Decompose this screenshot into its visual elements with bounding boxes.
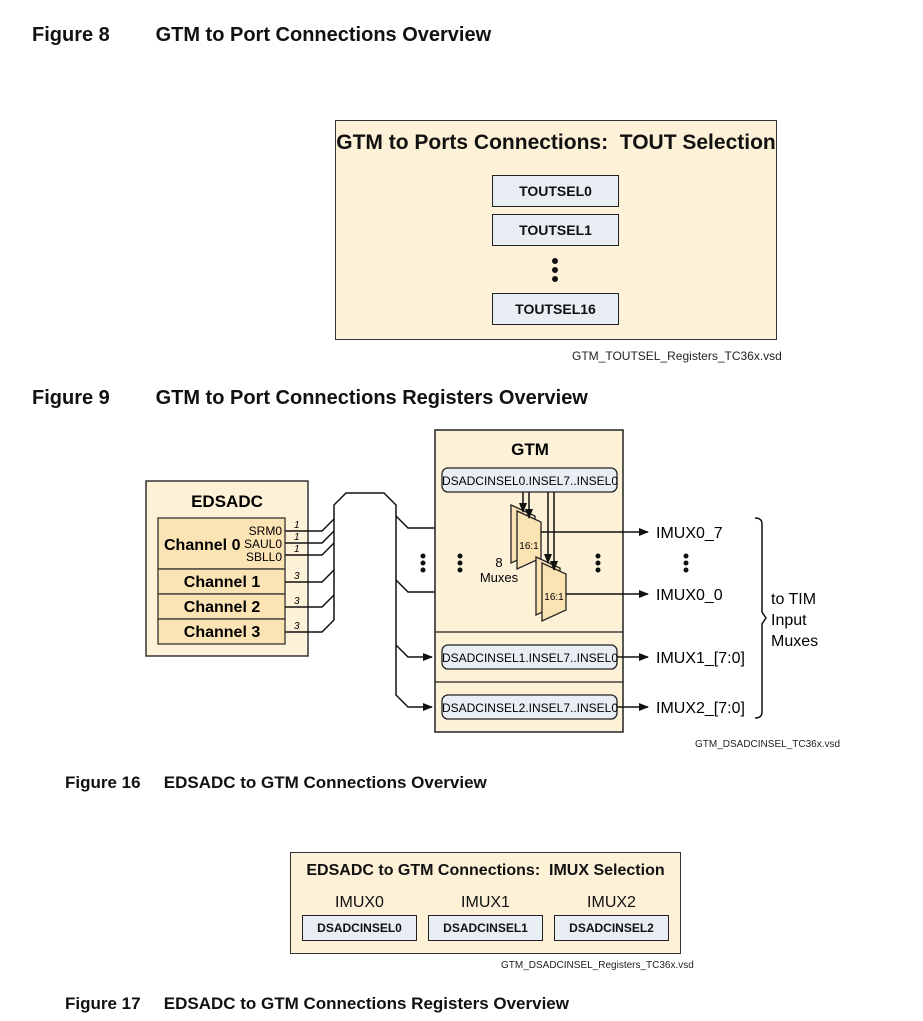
tout-file-label: GTM_TOUTSEL_Registers_TC36x.vsd [572,349,782,363]
imux2-label: IMUX2 [587,894,636,911]
figure-number: Figure 16 [65,773,141,792]
figure-9-caption: Figure 9 GTM to Port Connections Registe… [32,387,588,410]
mux-upper [510,503,542,571]
mux-count-label: 8 [495,555,502,570]
svg-text:3: 3 [294,621,300,632]
svg-text:3: 3 [294,571,300,582]
edsadc-title: EDSADC [191,492,263,511]
mux-upper-label: 16:1 [519,541,539,552]
output-arrows [541,528,649,711]
register-dsadcinsel0: DSADCINSEL0 [302,915,417,941]
svg-text:DSADCINSEL1.INSEL7..INSEL0: DSADCINSEL1.INSEL7..INSEL0 [442,651,618,665]
register-toutsel16: TOUTSEL16 [492,293,619,325]
vertical-ellipsis-icon [420,553,689,573]
channel-3-label: Channel 3 [184,624,261,641]
mux-lower [535,555,567,623]
svg-text:3: 3 [294,596,300,607]
register-toutsel0: TOUTSEL0 [492,175,619,207]
figure-title: GTM to Port Connections Registers Overvi… [155,387,588,409]
register-dsadcinsel2: DSADCINSEL2 [554,915,669,941]
figure-title: EDSADC to GTM Connections Registers Over… [163,994,569,1013]
output-imux2: IMUX2_[7:0] [656,700,745,717]
output-imux1: IMUX1_[7:0] [656,650,745,667]
gtm-title: GTM [511,440,549,459]
figure-title: GTM to Port Connections Overview [155,24,492,46]
channel-2-block [157,593,286,620]
imux0-label: IMUX0 [335,894,384,911]
signal-saul0: SAUL0 [244,537,282,551]
figure-number: Figure 17 [65,994,141,1013]
svg-text:DSADCINSEL2.INSEL7..INSEL0: DSADCINSEL2.INSEL7..INSEL0 [442,701,618,715]
dsadc-file-label: GTM_DSADCINSEL_TC36x.vsd [695,739,841,750]
figure-16-caption: Figure 16 EDSADC to GTM Connections Over… [65,773,487,793]
bracket-label-line3: Muxes [771,633,818,650]
channel-1-label: Channel 1 [184,574,261,591]
imux1-label: IMUX1 [461,894,510,911]
mux-count-unit: Muxes [480,570,519,585]
channel-2-label: Channel 2 [184,599,261,616]
output-imux0-7: IMUX0_7 [656,525,723,542]
figure-17-caption: Figure 17 EDSADC to GTM Connections Regi… [65,994,569,1014]
right-brace [754,517,767,719]
imux-file-label: GTM_DSADCINSEL_Registers_TC36x.vsd [501,960,694,971]
figure-number: Figure 8 [32,24,110,46]
channel-0-block [157,517,286,570]
bracket-label-line2: Input [771,612,807,629]
signal-srm0: SRM0 [249,524,283,538]
imux-diagram-title: EDSADC to GTM Connections: IMUX Selectio… [306,862,665,879]
output-imux0-0: IMUX0_0 [656,587,723,604]
svg-text:1: 1 [294,532,300,543]
select-lines [519,492,558,571]
vertical-ellipsis-icon [552,258,560,282]
bracket-label-line1: to TIM [771,591,816,608]
edsadc-signal-lines [285,492,531,711]
figure-title: EDSADC to GTM Connections Overview [163,773,487,792]
tout-diagram-title: GTM to Ports Connections: TOUT Selection [336,131,776,154]
mux-lower-label: 16:1 [544,592,564,603]
register-dsadcinsel1: DSADCINSEL1 [428,915,543,941]
channel-0-label: Channel 0 [164,537,241,554]
svg-text:DSADCINSEL0.INSEL7..INSEL0: DSADCINSEL0.INSEL7..INSEL0 [442,474,618,488]
register-toutsel1: TOUTSEL1 [492,214,619,246]
signal-sbll0: SBLL0 [246,550,282,564]
figure-8-caption: Figure 8 GTM to Port Connections Overvie… [32,24,491,47]
figure-number: Figure 9 [32,387,110,409]
svg-text:1: 1 [294,520,300,531]
svg-text:1: 1 [294,544,300,555]
